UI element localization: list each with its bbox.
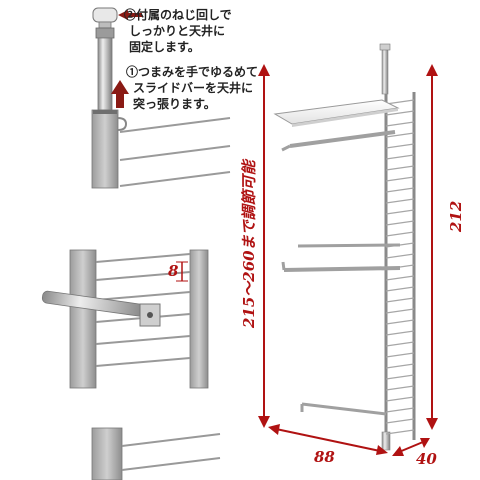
ladder-rung bbox=[385, 253, 415, 259]
ladder-rung bbox=[385, 187, 415, 193]
ladder-rung bbox=[385, 385, 415, 391]
detail-base-foot bbox=[91, 427, 221, 480]
dim-frame-height-label: 212 bbox=[447, 201, 465, 233]
caption-step2: ②付属のねじ回しで しっかりと天井に 固定します。 bbox=[124, 7, 236, 54]
ladder-rung bbox=[385, 198, 415, 204]
ladder-rung bbox=[385, 176, 415, 182]
dim-frame-height bbox=[426, 64, 438, 430]
ladder-rung bbox=[385, 297, 415, 303]
dim-adjustable-height-label: 215〜260まで調節可能 bbox=[240, 158, 258, 329]
ladder-rung bbox=[385, 165, 415, 171]
dim-width-label: 88 bbox=[314, 448, 335, 466]
ladder-rung bbox=[385, 407, 415, 413]
dim-depth-label: 40 bbox=[416, 450, 437, 468]
ladder-rung bbox=[385, 110, 415, 116]
ladder-rung bbox=[385, 330, 415, 336]
screw-pointer-arrow bbox=[118, 10, 142, 20]
ladder-rung bbox=[385, 286, 415, 292]
ladder-rung bbox=[385, 396, 415, 402]
ladder-rung bbox=[385, 132, 415, 138]
detail-hanger-bar bbox=[41, 249, 209, 389]
ladder-rung bbox=[385, 341, 415, 347]
rack-main-drawing bbox=[273, 43, 416, 451]
dim-depth bbox=[392, 438, 430, 456]
ladder-rung bbox=[385, 429, 415, 435]
ladder-rung bbox=[385, 154, 415, 160]
caption-step1: ①つまみを手でゆるめて スライドバーを天井に 突っ張ります。 bbox=[126, 64, 262, 111]
ladder-rung bbox=[385, 99, 415, 105]
ladder-rung bbox=[385, 418, 415, 424]
dim-spacing-label: 8 bbox=[168, 262, 179, 280]
dim-width bbox=[268, 424, 388, 455]
ladder-rung bbox=[385, 275, 415, 281]
up-arrow bbox=[111, 80, 129, 108]
ladder-rung bbox=[385, 121, 415, 127]
ladder-rung bbox=[385, 308, 415, 314]
dim-adjustable-height bbox=[258, 64, 270, 428]
ladder-rung bbox=[385, 374, 415, 380]
ladder-rung bbox=[385, 363, 415, 369]
ladder-rung bbox=[385, 231, 415, 237]
ladder-rung bbox=[385, 220, 415, 226]
detail-ceiling-adjuster bbox=[91, 7, 231, 189]
ladder-rung bbox=[385, 352, 415, 358]
ladder-rung bbox=[385, 209, 415, 215]
ladder-rung bbox=[385, 319, 415, 325]
ladder-rung bbox=[385, 143, 415, 149]
